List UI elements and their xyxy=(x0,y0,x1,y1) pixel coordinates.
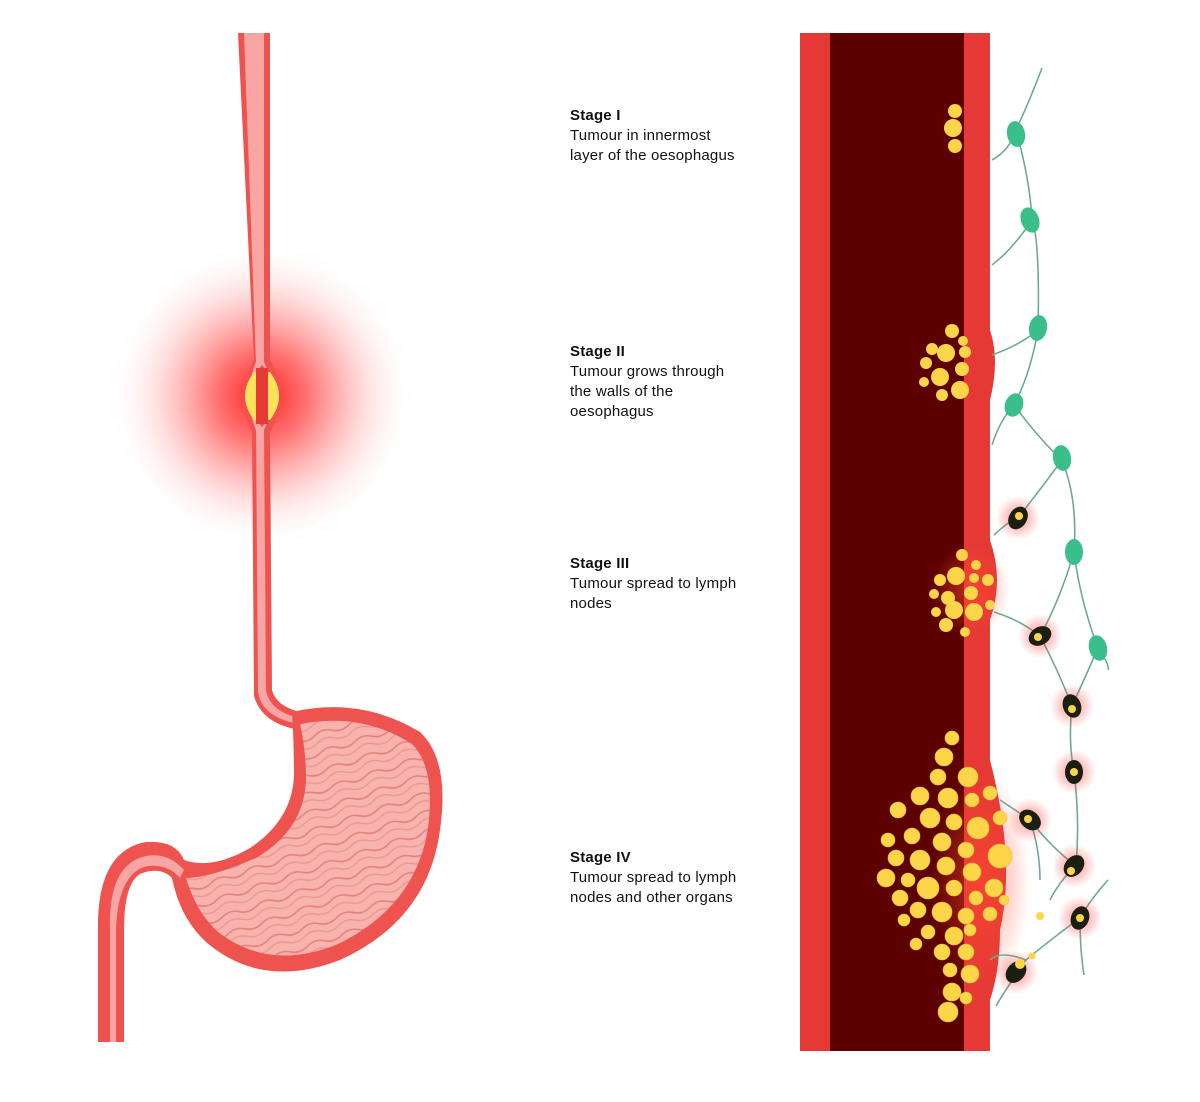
stage4-tumour xyxy=(876,730,1013,1023)
stage-4-description: Tumour spread to lymph nodes and other o… xyxy=(570,869,737,906)
lymph-node-icon xyxy=(1065,539,1083,565)
tumour-centre xyxy=(256,368,268,424)
stage-4-label: Stage IV Tumour spread to lymph nodes an… xyxy=(570,848,780,908)
outer-wall-left xyxy=(800,33,830,1051)
stage1-tumour xyxy=(944,104,962,153)
stage-2-description: Tumour grows through the walls of the oe… xyxy=(570,363,725,420)
lymph-nodes-healthy xyxy=(1004,121,1108,661)
stage-1-label: Stage I Tumour in innermost layer of the… xyxy=(570,106,780,166)
lymph-node-icon xyxy=(1088,635,1108,661)
oesophagus-lumen xyxy=(244,33,300,724)
oesophagus-stomach-illustration xyxy=(98,33,443,1042)
stage-3-description: Tumour spread to lymph nodes xyxy=(570,575,737,612)
stage3-tumour xyxy=(929,549,995,637)
stage-4-title: Stage IV xyxy=(570,849,631,866)
stage-1-description: Tumour in innermost layer of the oesopha… xyxy=(570,127,735,164)
lymph-node-icon xyxy=(1028,315,1048,341)
infected-lymph-node-icon xyxy=(1008,798,1052,842)
oesophageal-wall-cross-section xyxy=(800,33,1110,1051)
infected-lymph-node-icon xyxy=(1052,844,1096,888)
lymph-node-icon xyxy=(1052,445,1072,471)
infected-lymph-node-icon xyxy=(1058,896,1102,940)
stage-1-title: Stage I xyxy=(570,107,621,124)
infected-lymph-node-icon xyxy=(996,496,1040,540)
lymph-nodes-infected xyxy=(994,496,1102,994)
duodenum-lumen xyxy=(109,855,184,1042)
infected-lymph-node-icon xyxy=(994,950,1038,994)
stage-3-label: Stage III Tumour spread to lymph nodes xyxy=(570,554,780,614)
stomach-lining xyxy=(186,720,430,956)
lymph-node-icon xyxy=(1004,393,1024,417)
stage-2-label: Stage II Tumour grows through the walls … xyxy=(570,342,780,422)
lymph-node-icon xyxy=(1006,121,1026,147)
infected-lymph-node-icon xyxy=(1052,750,1096,794)
tumour-cell-icon xyxy=(1036,912,1044,920)
infected-lymph-node-icon xyxy=(1050,684,1094,728)
tumour-cell-icon xyxy=(1028,952,1036,960)
stage-2-title: Stage II xyxy=(570,343,625,360)
infected-lymph-node-icon xyxy=(1018,614,1062,658)
stage2-tumour xyxy=(919,324,971,401)
stage-3-title: Stage III xyxy=(570,555,630,572)
lymph-node-icon xyxy=(1020,207,1040,233)
